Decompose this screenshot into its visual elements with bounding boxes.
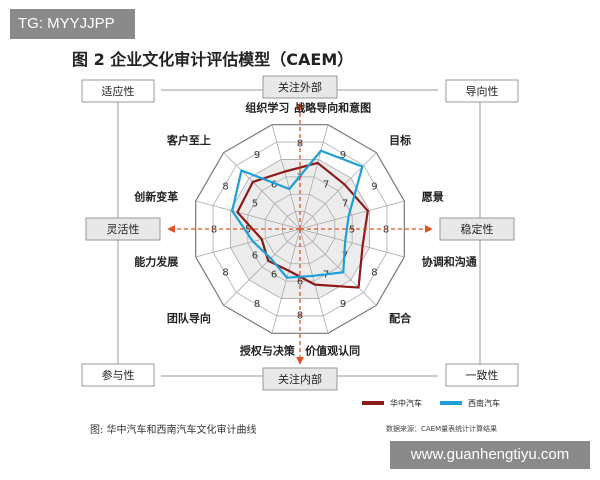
box-bottom: 关注内部 [262,367,338,391]
box-top-left: 适应性 [81,79,155,103]
box-top-left-label: 适应性 [102,84,135,98]
axis-label: 价值观认同 [305,344,360,358]
radar-tick-label: 8 [211,225,217,236]
radar-spoke [223,152,301,230]
radar-tick-label: 8 [222,182,228,193]
radar-spoke [299,228,329,334]
radar-spoke [299,228,405,258]
radar-spoke [299,228,377,306]
radar-spoke [299,152,377,230]
radar-tick-label: 9 [340,150,346,161]
radar-tick-label: 6 [271,179,277,190]
radar-spoke [271,228,301,334]
box-bottom-label: 关注内部 [278,372,322,386]
box-top-right-label: 导向性 [466,84,499,98]
box-bottom-right: 一致性 [445,363,519,387]
legend: 华中汽车 西南汽车 [362,398,500,408]
legend-swatch-2 [440,401,462,405]
axis-label: 能力发展 [134,255,179,269]
axis-label: 客户至上 [166,133,211,147]
axis-label: 组织学习 [245,100,289,114]
radar-spoke [195,200,301,230]
radar-tick-label: 8 [383,225,389,236]
radar-spoke [299,124,329,230]
box-left: 灵活性 [85,217,161,241]
box-bottom-left-label: 参与性 [102,368,135,382]
radar-tick-label: 9 [254,150,260,161]
radar-series-line-1 [236,161,369,289]
radar-tick-label: 5 [245,225,251,236]
axis-label: 创新变革 [133,189,178,203]
radar-tick-label: 6 [271,270,277,281]
radar-tick-label: 8 [222,268,228,279]
radar-tick-label: 5 [349,225,355,236]
box-right-label: 稳定性 [461,222,494,236]
radar-tick-label: 7 [342,199,348,210]
box-top-right: 导向性 [445,79,519,103]
watermark-top: TG: MYYJJPP [10,9,135,39]
data-source: 数据来源：CAEM量表统计计算结果 [386,424,497,433]
box-top-label: 关注外部 [278,80,322,94]
radar-series [231,149,369,289]
axis-label: 愿景 [422,190,444,203]
axis-label: 授权与决策 [240,344,296,358]
legend-label-2: 西南汽车 [468,398,500,408]
radar-tick-label: 8 [371,268,377,279]
axis-arrows [167,102,433,365]
legend-swatch-1 [362,401,384,405]
figure-title: 图 2 企业文化审计评估模型（CAEM） [72,50,354,69]
radar-spoke [195,228,301,258]
legend-label-1: 华中汽车 [390,398,422,408]
radar-tick-label: 6 [252,251,258,262]
radar-tick-label: 9 [340,299,346,310]
radar-spoke [299,200,405,230]
axis-label: 战略导向和意图 [294,100,371,114]
radar-tick-label: 8 [254,299,260,310]
box-left-label: 灵活性 [107,222,140,236]
axis-label: 目标 [389,133,411,147]
radar-spoke [271,124,301,230]
box-top: 关注外部 [262,75,338,99]
box-bottom-right-label: 一致性 [466,368,499,382]
box-bottom-left: 参与性 [81,363,155,387]
axis-label: 配合 [389,311,412,325]
figure-caption: 图: 华中汽车和西南汽车文化审计曲线 [90,423,257,436]
axis-label: 协调和沟通 [422,255,477,269]
watermark-bottom: www.guanhengtiyu.com [390,441,590,469]
radar-tick-label: 7 [323,179,329,190]
radar-series-line-2 [231,149,364,279]
radar-tick-label: 5 [252,199,258,210]
radar-spoke [223,228,301,306]
radar-tick-label: 9 [371,182,377,193]
axis-label: 团队导向 [167,311,211,325]
box-right: 稳定性 [439,217,515,241]
